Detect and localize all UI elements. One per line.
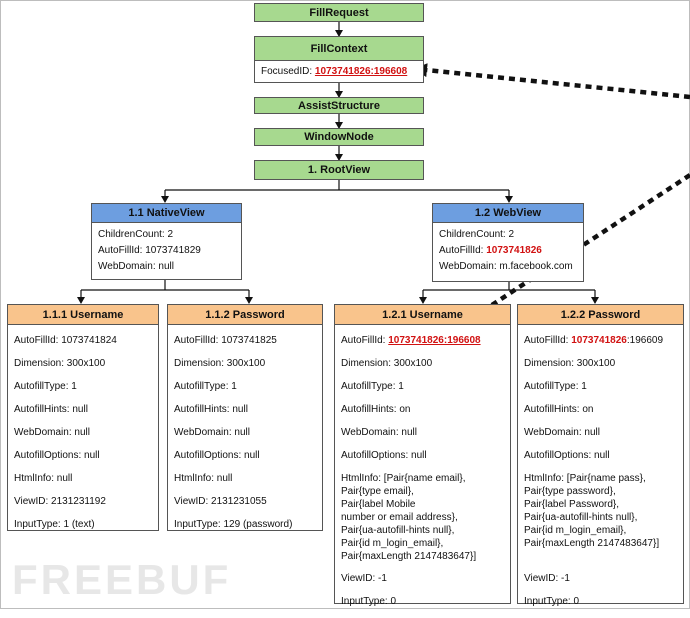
web-username-html-info-line: Pair{id m_login_email}, — [341, 538, 444, 549]
web-password-autofill-type: AutofillType: 1 — [524, 381, 587, 392]
focused-id-row: FocusedID: 1073741826:196608 — [255, 61, 423, 78]
web-view-autofill-id-row: AutoFillId: 1073741826 — [433, 244, 583, 257]
web-username-dimension: Dimension: 300x100 — [341, 358, 433, 369]
web-view-header: 1.2 WebView — [433, 204, 583, 223]
native-view-header: 1.1 NativeView — [92, 204, 241, 223]
root-view-label: 1. RootView — [307, 164, 371, 176]
fill-context-node: FillContext FocusedID: 1073741826:196608 — [254, 36, 424, 83]
web-username-autofill-id-label: AutoFillId: — [341, 335, 389, 346]
web-username-autofill-id-row: AutoFillId: 1073741826:196608 — [335, 334, 510, 357]
focused-id-label: FocusedID: — [261, 66, 315, 77]
native-password-autofill-id: AutoFillId: 1073741825 — [174, 335, 277, 346]
web-password-autofill-id-label: AutoFillId: — [524, 335, 572, 346]
web-password-html-info-line: Pair{maxLength 2147483647}] — [524, 538, 660, 549]
web-password-web-domain: WebDomain: null — [524, 427, 600, 438]
web-password-view-id: ViewID: -1 — [524, 573, 570, 584]
native-username-autofill-options: AutofillOptions: null — [14, 450, 100, 461]
web-password-autofill-options: AutofillOptions: null — [524, 450, 610, 461]
fill-context-title: FillContext — [310, 42, 368, 55]
web-view-node: 1.2 WebView ChildrenCount: 2 AutoFillId:… — [432, 203, 584, 282]
web-password-html-info-line: Pair{id m_login_email}, — [524, 525, 627, 536]
web-username-autofill-type: AutofillType: 1 — [341, 381, 404, 392]
web-username-html-info-line: Pair{label Mobile — [341, 499, 416, 510]
assist-structure-label: AssistStructure — [298, 99, 380, 112]
fill-request-node: FillRequest — [254, 3, 424, 22]
freebuf-watermark: FREEBUF — [12, 556, 232, 603]
native-username-title: 1.1.1 Username — [42, 308, 124, 321]
native-username-node: 1.1.1 Username AutoFillId: 1073741824 Di… — [7, 304, 159, 531]
web-view-autofill-id-value: 1073741826 — [486, 245, 542, 256]
native-password-web-domain: WebDomain: null — [174, 427, 250, 438]
native-view-web-domain: WebDomain: null — [98, 261, 174, 272]
web-username-autofill-hints: AutofillHints: on — [341, 404, 411, 415]
native-password-autofill-options: AutofillOptions: null — [174, 450, 260, 461]
native-username-input-type: InputType: 1 (text) — [14, 519, 95, 530]
web-password-autofill-hints: AutofillHints: on — [524, 404, 594, 415]
web-username-autofill-id-value: 1073741826:196608 — [388, 335, 481, 346]
native-password-node: 1.1.2 Password AutoFillId: 1073741825 Di… — [167, 304, 323, 531]
web-password-autofill-id-row: AutoFillId: 1073741826:196609 — [518, 334, 683, 357]
native-password-view-id: ViewID: 2131231055 — [174, 496, 267, 507]
native-password-html-info: HtmlInfo: null — [174, 473, 233, 484]
native-password-autofill-hints: AutofillHints: null — [174, 404, 248, 415]
web-password-node: 1.2.2 Password AutoFillId: 1073741826:19… — [517, 304, 684, 607]
web-username-html-info-line: Pair{ua-autofill-hints null}, — [341, 525, 455, 536]
window-node-node: WindowNode — [254, 128, 424, 146]
web-view-children-count: ChildrenCount: 2 — [439, 229, 515, 240]
web-password-html-info: HtmlInfo: [Pair{name pass}, Pair{type pa… — [518, 472, 683, 572]
fill-request-label: FillRequest — [309, 6, 369, 19]
native-password-input-type: InputType: 129 (password) — [174, 519, 293, 530]
native-username-view-id: ViewID: 2131231192 — [14, 496, 106, 507]
web-password-title: 1.2.2 Password — [560, 308, 641, 321]
native-view-node: 1.1 NativeView ChildrenCount: 2 AutoFill… — [91, 203, 242, 280]
web-view-title: 1.2 WebView — [474, 207, 542, 219]
web-username-node: 1.2.1 Username AutoFillId: 1073741826:19… — [334, 304, 511, 607]
dotted-arrow-to-focused-id — [414, 63, 690, 100]
native-password-header: 1.1.2 Password — [168, 305, 322, 325]
native-username-html-info: HtmlInfo: null — [14, 473, 73, 484]
window-node-label: WindowNode — [304, 131, 374, 143]
web-username-html-info-line: Pair{maxLength 2147483647}] — [341, 551, 477, 562]
web-username-header: 1.2.1 Username — [335, 305, 510, 325]
native-view-autofill-id: AutoFillId: 1073741829 — [98, 245, 201, 256]
web-username-html-info: HtmlInfo: [Pair{name email}, Pair{type e… — [335, 472, 510, 572]
native-username-web-domain: WebDomain: null — [14, 427, 90, 438]
web-view-autofill-id-label: AutoFillId: — [439, 245, 487, 256]
web-password-input-type: InputType: 0 — [524, 596, 580, 607]
web-password-header: 1.2.2 Password — [518, 305, 683, 325]
web-username-web-domain: WebDomain: null — [341, 427, 417, 438]
native-password-autofill-type: AutofillType: 1 — [174, 381, 237, 392]
fill-context-header: FillContext — [255, 37, 423, 61]
native-username-autofill-type: AutofillType: 1 — [14, 381, 77, 392]
web-username-title: 1.2.1 Username — [382, 308, 463, 321]
web-username-html-info-line: number or email address}, — [341, 512, 458, 523]
web-password-html-info-line: Pair{type password}, — [524, 486, 616, 497]
web-password-html-info-line: Pair{label Password}, — [524, 499, 620, 510]
web-password-autofill-id-suffix: :196609 — [626, 335, 664, 346]
native-username-dimension: Dimension: 300x100 — [14, 358, 106, 369]
web-password-html-info-line: HtmlInfo: [Pair{name pass}, — [524, 473, 646, 484]
web-username-input-type: InputType: 0 — [341, 596, 397, 607]
web-password-autofill-id-value: 1073741826 — [571, 335, 627, 346]
native-view-children-count: ChildrenCount: 2 — [98, 229, 174, 240]
web-password-html-info-line: Pair{ua-autofill-hints null}, — [524, 512, 638, 523]
native-username-autofill-id: AutoFillId: 1073741824 — [14, 335, 117, 346]
web-view-web-domain: WebDomain: m.facebook.com — [439, 261, 573, 272]
web-password-dimension: Dimension: 300x100 — [524, 358, 616, 369]
focused-id-value: 1073741826:196608 — [314, 66, 408, 77]
native-password-dimension: Dimension: 300x100 — [174, 358, 266, 369]
web-username-view-id: ViewID: -1 — [341, 573, 387, 584]
native-username-header: 1.1.1 Username — [8, 305, 158, 325]
native-view-title: 1.1 NativeView — [128, 207, 205, 219]
native-username-autofill-hints: AutofillHints: null — [14, 404, 88, 415]
root-view-node: 1. RootView — [254, 160, 424, 180]
web-username-autofill-options: AutofillOptions: null — [341, 450, 427, 461]
native-password-title: 1.1.2 Password — [205, 308, 285, 321]
web-username-html-info-line: Pair{type email}, — [341, 486, 414, 497]
assist-structure-node: AssistStructure — [254, 97, 424, 114]
web-username-html-info-line: HtmlInfo: [Pair{name email}, — [341, 473, 466, 484]
